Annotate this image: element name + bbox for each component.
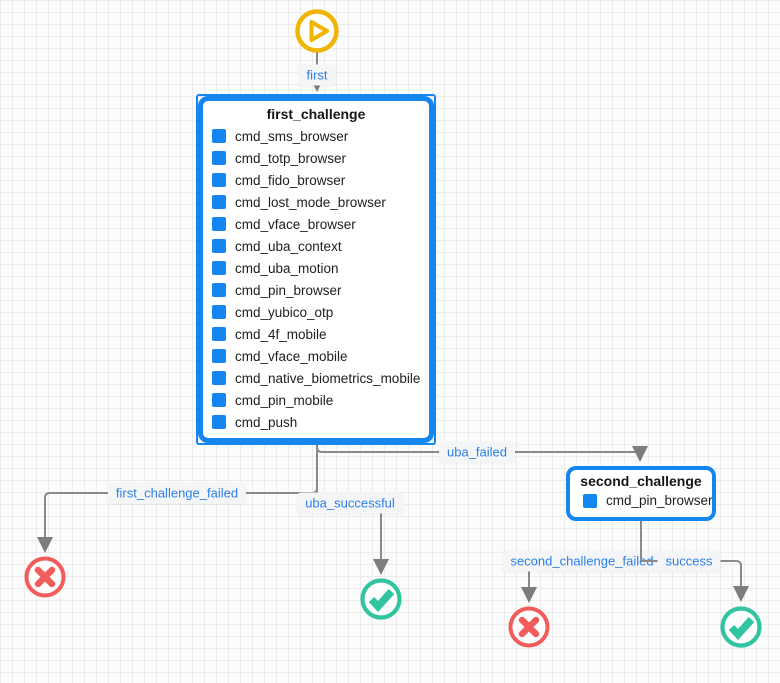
command-item[interactable]: cmd_pin_mobile — [203, 389, 429, 411]
command-item[interactable]: cmd_pin_browser — [203, 279, 429, 301]
command-label: cmd_uba_context — [235, 238, 342, 254]
command-square-icon — [212, 195, 226, 209]
command-square-icon — [212, 371, 226, 385]
command-square-icon — [212, 349, 226, 363]
command-square-icon — [583, 493, 597, 508]
command-square-icon — [212, 151, 226, 165]
command-item[interactable]: cmd_yubico_otp — [203, 301, 429, 323]
edge-label-success[interactable]: success — [657, 550, 721, 572]
command-item[interactable]: cmd_uba_context — [203, 235, 429, 257]
command-item[interactable]: cmd_push — [203, 411, 429, 433]
command-label: cmd_pin_browser — [606, 493, 713, 508]
command-square-icon — [212, 261, 226, 275]
edge-label-uba-failed[interactable]: uba_failed — [439, 441, 515, 463]
command-square-icon — [212, 129, 226, 143]
command-label: cmd_yubico_otp — [235, 304, 334, 320]
edge-label-first[interactable]: first — [298, 64, 336, 86]
x-circle-icon — [24, 556, 66, 598]
command-label: cmd_totp_browser — [235, 150, 347, 166]
command-label: cmd_lost_mode_browser — [235, 194, 386, 210]
start-node[interactable] — [294, 8, 340, 54]
command-label: cmd_vface_browser — [235, 216, 356, 232]
command-square-icon — [212, 283, 226, 297]
command-label: cmd_push — [235, 414, 298, 430]
command-label: cmd_vface_mobile — [235, 348, 348, 364]
node-first-challenge[interactable]: first_challenge cmd_sms_browser cmd_totp… — [196, 94, 436, 445]
terminal-failure-first[interactable] — [23, 555, 67, 599]
command-item[interactable]: cmd_uba_motion — [203, 257, 429, 279]
x-circle-icon — [508, 606, 550, 648]
node-title: first_challenge — [266, 106, 366, 122]
command-label: cmd_4f_mobile — [235, 326, 327, 342]
command-item[interactable]: cmd_vface_browser — [203, 213, 429, 235]
edge-label-first-challenge-failed[interactable]: first_challenge_failed — [107, 482, 247, 504]
command-item[interactable]: cmd_native_biometrics_mobile — [203, 367, 429, 389]
edge-label-uba-successful[interactable]: uba_successful — [297, 492, 403, 514]
node-title: second_challenge — [580, 473, 702, 489]
command-label: cmd_sms_browser — [235, 128, 349, 144]
node-second-challenge[interactable]: second_challenge cmd_pin_browser — [566, 466, 716, 521]
terminal-success-second[interactable] — [719, 605, 763, 649]
command-square-icon — [212, 327, 226, 341]
command-square-icon — [212, 239, 226, 253]
edge-label-second-challenge-failed[interactable]: second_challenge_failed — [502, 550, 662, 572]
command-square-icon — [212, 393, 226, 407]
command-label: cmd_uba_motion — [235, 260, 339, 276]
check-circle-icon — [360, 578, 402, 620]
terminal-failure-second[interactable] — [507, 605, 551, 649]
command-square-icon — [212, 217, 226, 231]
command-item[interactable]: cmd_4f_mobile — [203, 323, 429, 345]
command-square-icon — [212, 415, 226, 429]
check-circle-icon — [720, 606, 762, 648]
command-item[interactable]: cmd_totp_browser — [203, 147, 429, 169]
command-square-icon — [212, 305, 226, 319]
command-label: cmd_native_biometrics_mobile — [235, 370, 421, 386]
command-label: cmd_fido_browser — [235, 172, 346, 188]
command-label: cmd_pin_mobile — [235, 392, 334, 408]
command-square-icon — [212, 173, 226, 187]
command-label: cmd_pin_browser — [235, 282, 342, 298]
terminal-success-first[interactable] — [359, 577, 403, 621]
command-item[interactable]: cmd_sms_browser — [203, 125, 429, 147]
command-item[interactable]: cmd_lost_mode_browser — [203, 191, 429, 213]
command-item[interactable]: cmd_pin_browser — [570, 490, 713, 511]
play-icon — [295, 9, 339, 53]
command-item[interactable]: cmd_fido_browser — [203, 169, 429, 191]
command-item[interactable]: cmd_vface_mobile — [203, 345, 429, 367]
